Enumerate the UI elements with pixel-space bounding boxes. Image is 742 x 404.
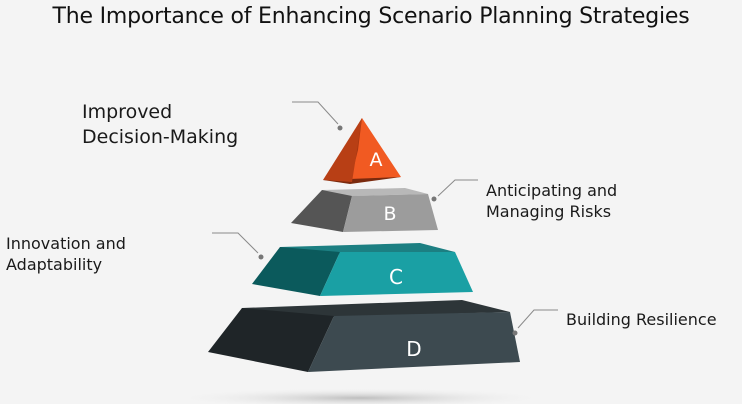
label-a-line-2: Decision-Making: [82, 125, 239, 148]
level-a-bottom-face: [323, 177, 401, 184]
connector-a: [292, 101, 339, 125]
level-d: D: [208, 300, 520, 372]
level-a-left-face: [323, 118, 362, 182]
level-c-light-face: [320, 252, 473, 296]
connector-d-dot: [512, 330, 518, 336]
level-b-light-face: [343, 194, 438, 232]
label-building-resilience: Building Resilience: [566, 310, 717, 331]
label-a-line-1: Improved: [82, 101, 173, 123]
level-b: B: [291, 188, 438, 232]
label-d-line-1: Building Resilience: [566, 310, 717, 329]
level-d-letter: D: [406, 337, 421, 361]
connector-d: [517, 309, 558, 329]
label-c-line-1: Innovation and: [6, 234, 126, 253]
label-b-line-2: Managing Risks: [486, 201, 612, 221]
connector-a-dot: [337, 125, 343, 131]
label-improved-decision-making: Improved Decision-Making: [82, 100, 238, 149]
label-innovation-adaptability: Innovation and Adaptability: [6, 234, 126, 276]
level-a-letter: A: [370, 149, 383, 171]
level-c-letter: C: [389, 265, 403, 289]
level-c: C: [252, 243, 473, 296]
level-d-dark-face: [208, 308, 334, 372]
pyramid-shadow: [170, 388, 550, 404]
page-title: The Importance of Enhancing Scenario Pla…: [52, 4, 690, 29]
connector-b: [437, 179, 478, 197]
level-b-letter: B: [383, 203, 396, 225]
level-b-dark-face: [291, 190, 352, 232]
label-b-line-1: Anticipating and: [486, 181, 618, 200]
connector-b-dot: [431, 196, 437, 202]
level-d-light-face: [308, 312, 520, 372]
level-c-dark-face: [252, 247, 340, 296]
connector-c: [212, 232, 259, 254]
level-a: A: [323, 118, 401, 184]
label-anticipating-managing-risks: Anticipating and Managing Risks: [486, 181, 617, 223]
connector-c-dot: [258, 254, 264, 260]
level-a-light-face: [350, 118, 401, 182]
connectors: [212, 101, 558, 336]
label-c-line-2: Adaptability: [6, 254, 103, 274]
